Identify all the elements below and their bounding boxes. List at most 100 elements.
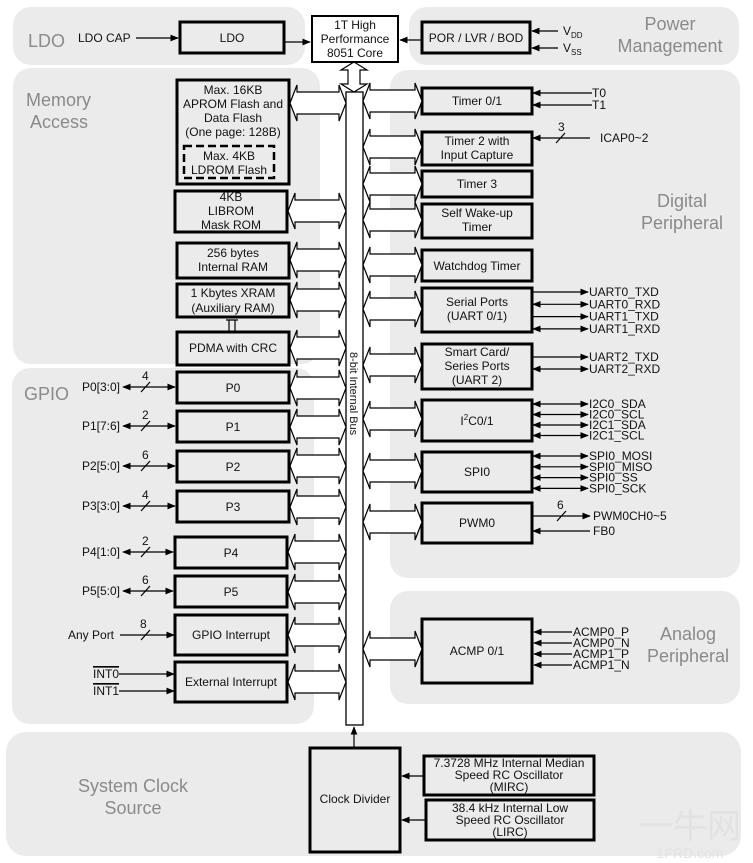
wakeup-timer-label-2: Timer [462, 220, 492, 234]
gpio-interrupt-block [173, 613, 289, 657]
signal-label: I2C1_SDA [589, 418, 646, 432]
port-bus-slash [140, 585, 151, 597]
signal-label: SPI0_SS [589, 471, 638, 485]
port-block-label: P4 [224, 546, 239, 560]
bus-arrow-right-4 [362, 246, 423, 284]
watermark: 一牛网 [639, 808, 741, 846]
uart01-block [420, 286, 534, 334]
vss-label: VSS [563, 41, 582, 57]
port-signal-label: P2[5:0] [82, 459, 120, 473]
bus-arrow-left-0 [289, 84, 347, 122]
signal-label: I2C0_SDA [589, 397, 646, 411]
wakeup-timer-label-1: Self Wake-up [441, 206, 513, 220]
uart2-label-1: Smart Card/ [445, 345, 510, 359]
timer01-block [420, 86, 534, 116]
mirc-label-3: (MIRC) [490, 780, 529, 794]
clock-divider-label: Clock Divider [320, 792, 391, 806]
core-block [311, 15, 399, 63]
i2c-label: I2C0/1 [460, 413, 493, 428]
watchdog-label: Watchdog Timer [434, 259, 521, 273]
port-bus-slash [140, 460, 151, 472]
xram-pdma-link [226, 319, 238, 333]
external-interrupt-label: External Interrupt [185, 675, 278, 689]
signal-label: SPI0_MOSI [589, 449, 652, 463]
por-lvr-bod-label: POR / LVR / BOD [429, 31, 524, 45]
internal-ram-block [175, 241, 291, 280]
aprom-label-1: Max. 16KB [204, 83, 263, 97]
core-label-1: 1T High [334, 18, 376, 32]
bus-arrow-left-9 [287, 533, 347, 571]
mirc-block [422, 754, 596, 797]
signal-label: I2C0_SCL [589, 408, 645, 422]
port-block-p2 [175, 449, 291, 484]
timer01-label: Timer 0/1 [452, 94, 503, 108]
port-bus-slash [140, 500, 151, 512]
lirc-block [424, 798, 596, 842]
port-signal-label: P4[1:0] [82, 545, 120, 559]
mirc-label-2: Speed RC Oscillator [455, 768, 564, 782]
clock-divider-block [308, 746, 402, 854]
ldrom-label-2: LDROM Flash [191, 163, 267, 177]
port-width: 2 [142, 408, 149, 422]
signal-label: SPI0_SCK [589, 481, 646, 495]
ldo-block [178, 20, 286, 55]
bus-arrow-left-10 [287, 573, 347, 611]
signal-label: ACMP1_P [573, 647, 629, 661]
mirc-label-1: 7.3728 MHz Internal Median [434, 756, 585, 770]
internal-ram-label-2: Internal RAM [198, 260, 268, 274]
bus-arrow-right-9 [362, 503, 423, 541]
pdma-block [175, 330, 291, 367]
signal-label: UART0_TXD [589, 285, 659, 299]
uart2-label-3: (UART 2) [452, 373, 502, 387]
gpio-ports: P0P0[3:0]4P1P1[7:6]2P2P2[5:0]6P3P3[3:0]4… [82, 369, 291, 609]
any-port-width: 8 [140, 617, 147, 631]
pwm-width: 6 [557, 498, 564, 512]
bus-arrow-right-10 [362, 630, 423, 668]
bus-arrows [287, 82, 423, 701]
bus-arrow-left-4 [289, 329, 347, 367]
port-bus-slash [140, 381, 151, 393]
watchdog-block [420, 248, 534, 283]
spi-label: SPI0 [464, 465, 490, 479]
librom-block [173, 189, 289, 234]
aprom-label-2: APROM Flash and [183, 97, 283, 111]
port-signal-label: P5[5:0] [82, 584, 120, 598]
bus-arrow-left-11 [287, 616, 347, 654]
bus-arrow-left-7 [289, 447, 347, 485]
port-block-p5 [173, 574, 289, 609]
port-bus-slash [140, 420, 151, 432]
librom-label-1: 4KB [220, 190, 243, 204]
bus-arrow-left-6 [289, 408, 347, 446]
pdma-label: PDMA with CRC [189, 341, 277, 355]
region-title-ldo: LDO [28, 31, 65, 51]
bus-arrow-right-7 [362, 400, 423, 438]
port-signal-label: P1[7:6] [82, 419, 120, 433]
port-block-p4 [173, 535, 289, 570]
port-width: 4 [142, 369, 149, 383]
ldrom-block [182, 144, 276, 180]
aprom-label-3: Data Flash [204, 111, 262, 125]
region-title-memory-2: Access [30, 112, 88, 132]
lirc-label-1: 38.4 kHz Internal Low [452, 801, 568, 815]
timer2-block [420, 130, 534, 167]
librom-label-3: Mask ROM [201, 218, 261, 232]
t0-label: T0 [592, 86, 606, 100]
region-title-digital-2: Peripheral [641, 213, 723, 233]
port-signal-label: P0[3:0] [82, 380, 120, 394]
wakeup-timer-block [420, 202, 534, 240]
region-title-analog-2: Peripheral [647, 646, 729, 666]
port-width: 2 [142, 534, 149, 548]
uart01-label-2: (UART 0/1) [447, 309, 507, 323]
core-bus-arrow [338, 61, 370, 93]
ldo-cap-label: LDO CAP [78, 31, 131, 45]
aprom-block [175, 78, 291, 186]
external-interrupt-block [173, 660, 289, 704]
signal-label: SPI0_MISO [589, 460, 652, 474]
bus-arrow-right-8 [362, 452, 423, 490]
icap-label: ICAP0~2 [600, 131, 649, 145]
int0-label: INT0 [93, 667, 119, 681]
